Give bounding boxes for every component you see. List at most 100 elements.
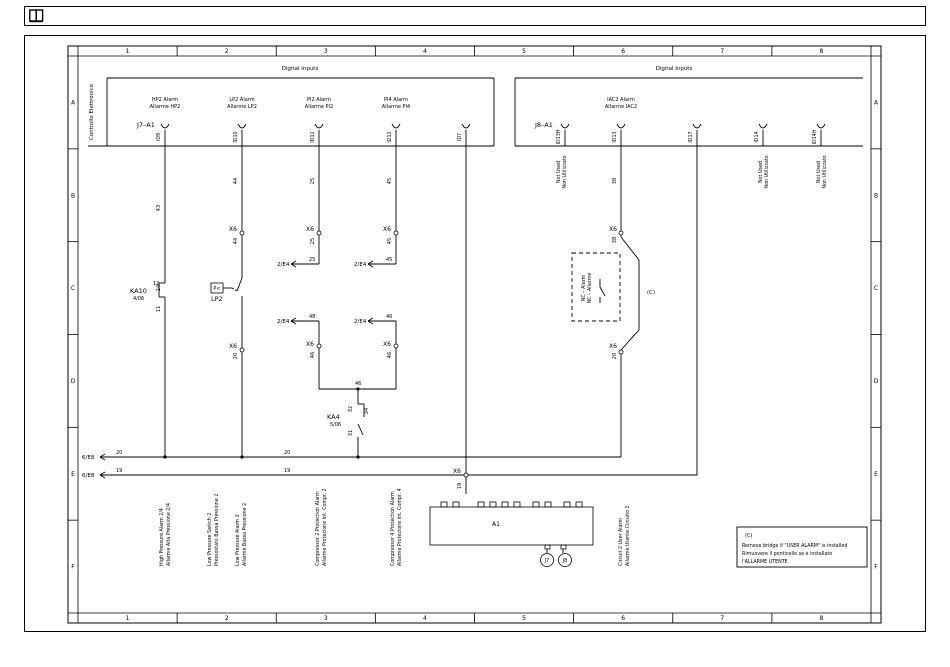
row-label-left: E <box>71 471 75 478</box>
ref-2e4-a: 2/E4 <box>277 262 290 268</box>
desc-user-alarm: Circuit 2 User Alarm <box>618 518 624 566</box>
not-used-14h: Not Used <box>816 161 822 183</box>
note-mark: (C) <box>745 533 752 539</box>
wire-44-top: 44 <box>233 178 239 184</box>
alarm-pi2-label: PI2 Alarm <box>307 97 331 103</box>
wire-45-bottom: 45 <box>387 238 393 244</box>
desc-comp2-it: Allarme Protezione Int. Compr. 2 <box>322 488 328 566</box>
desc-comp2: Compressor 2 Protection Alarm <box>315 491 321 566</box>
wire-45-top: 45 <box>387 178 393 184</box>
column-label-top: 4 <box>423 48 427 55</box>
j8-label: J8–A1 <box>534 121 553 129</box>
desc-lp-switch: Low Pressure Switch 2 <box>207 513 213 566</box>
j7-connector: J7 <box>544 558 550 564</box>
column-label-bottom: 6 <box>621 615 625 622</box>
column-label-top: 5 <box>522 48 526 55</box>
row-label-right: C <box>874 285 878 292</box>
wire-46-arrow: 46 <box>386 314 392 320</box>
j7-label: J7–A1 <box>136 121 155 129</box>
wiring <box>99 146 698 494</box>
pin-id10: ID10 <box>233 131 239 142</box>
row-label-right: B <box>874 192 878 199</box>
x6-a1: X6 <box>453 468 461 475</box>
column-label-bottom: 7 <box>720 615 724 622</box>
book-icon <box>29 9 44 23</box>
pin-id14h: ID14H <box>812 129 818 144</box>
alarm-hp2-label-it: Allarme HP2 <box>150 104 181 110</box>
pin-id13h: ID13H <box>556 129 562 144</box>
wire-45-arrow: 45 <box>386 257 392 263</box>
ref-2e4-b: 2/E4 <box>354 262 367 268</box>
wire-25-arrow: 25 <box>309 257 315 263</box>
junction-dots <box>163 387 360 459</box>
header-bar <box>24 6 926 26</box>
wire-46-junction: 46 <box>355 381 361 387</box>
wire-20-col6: 20 <box>612 353 618 359</box>
x6-col4-bottom: X6 <box>383 341 391 348</box>
desc-comp4: Compressor 4 Protection Alarm <box>390 491 396 566</box>
a1-label: A1 <box>492 521 500 528</box>
desc-lp-switch-it: Pressostato Bassa Pressione 2 <box>214 494 220 566</box>
bus-title-right: Digital Inputs <box>656 66 693 72</box>
column-label-bottom: 4 <box>423 615 427 622</box>
not-used-14: Not Used <box>758 161 764 183</box>
digital-inputs-bus <box>88 77 863 147</box>
alarm-iac2-label: IAC2 Alarm <box>607 97 635 103</box>
wire-20-bus-a: 20 <box>116 450 122 456</box>
desc-lp-alarm: Low Pressure Alarm 2 <box>235 514 241 566</box>
column-label-bottom: 2 <box>225 615 229 622</box>
row-label-left: C <box>71 285 75 292</box>
terminals <box>239 230 624 478</box>
note-box <box>736 526 868 568</box>
alarm-lp2-label-it: Allarme LP2 <box>227 104 257 110</box>
ka10-ref: 4/06 <box>133 296 144 302</box>
alarm-pi4-label: PI4 Alarm <box>384 97 408 103</box>
pin-id9: ID9 <box>156 133 162 141</box>
row-label-left: D <box>71 378 76 385</box>
lp2-pressure-box <box>210 282 224 294</box>
row-label-left: A <box>71 99 76 106</box>
desc-hp-alarm: High Pressure Alarm 2/4 <box>159 508 165 566</box>
wire-20-bus-b: 20 <box>284 450 290 456</box>
nc-alarm-label: NC – Alarm <box>581 274 587 301</box>
desc-user-alarm-it: Allarme Utente Circuito 2 <box>625 505 631 566</box>
pin-id7: ID7 <box>457 133 463 141</box>
column-label-bottom: 1 <box>126 615 130 622</box>
row-label-right: D <box>874 378 879 385</box>
not-used-14h-it: Non Utilizzato <box>822 155 828 188</box>
bus-title-left: Digital Inputs <box>282 66 319 72</box>
wire-46-col3: 46 <box>310 352 316 358</box>
x6-col6-top: X6 <box>609 226 617 233</box>
wire-11: 11 <box>156 306 162 312</box>
x6-col3-bottom: X6 <box>306 341 314 348</box>
pin-id11: ID11 <box>310 131 316 142</box>
wire-48-arrow: 48 <box>309 314 315 320</box>
column-label-top: 7 <box>720 48 724 55</box>
ka4-ref: 5/06 <box>330 422 341 428</box>
alarm-lp2-label: LP2 Alarm <box>229 97 254 103</box>
wire-12: 12 <box>153 281 159 287</box>
ka4-label: KA4 <box>327 413 340 421</box>
row-label-left: F <box>71 564 75 571</box>
not-used-13h: Not Used <box>556 161 562 183</box>
schematic-sheet <box>24 35 926 632</box>
wire-31: 31 <box>348 430 354 436</box>
x6-col2-bottom: X6 <box>229 343 237 350</box>
desc-comp4-it: Allarme Protezione Int. Compr. 4 <box>397 488 403 566</box>
row-label-left: B <box>71 192 75 199</box>
nc-alarm-label-it: NC – Allarme <box>587 273 593 304</box>
not-used-13h-it: Non Utilizzato <box>562 155 568 188</box>
nc-alarm-box <box>571 252 621 322</box>
controller-label: Controllo Elettronico <box>89 83 95 140</box>
wire-14: 14 <box>156 285 162 291</box>
alarm-iac2-label-it: Allarme IAC2 <box>605 104 637 110</box>
wire-25-bottom: 25 <box>310 238 316 244</box>
wire-38-top: 38 <box>612 178 618 184</box>
wire-43: 43 <box>156 205 162 211</box>
wire-34: 34 <box>364 408 370 414</box>
j8-connector: J8 <box>562 558 568 564</box>
pin-connectors <box>160 123 826 146</box>
row-label-right: A <box>874 99 879 106</box>
column-label-top: 3 <box>324 48 328 55</box>
